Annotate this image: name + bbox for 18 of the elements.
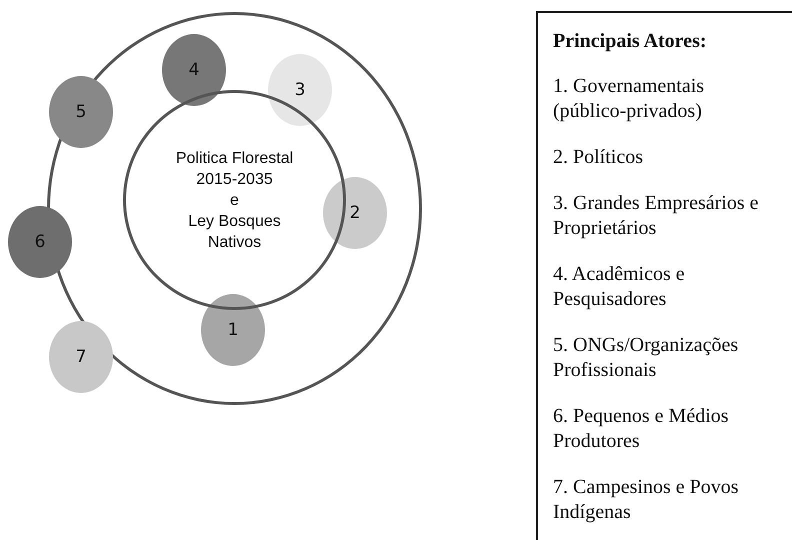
legend-panel [536,11,792,540]
actor-number: 3 [294,80,306,100]
actor-description: 6. Pequenos e Médios Produtores [553,404,730,454]
actor-description: 7. Campesinos e Povos Indígenas [553,475,740,525]
actor-number: 2 [350,203,360,223]
actor-description: 1. Governamentais (público-privados) [553,74,706,124]
actor-description: 2. Políticos [553,145,644,170]
actor-number: 7 [76,347,86,367]
policy-label: e [229,190,240,210]
actor-number: 4 [188,60,200,80]
actor-description: 5. ONGs/Organizações Profissionais [553,333,740,383]
actor-number: 5 [76,102,86,122]
actor-description: 4. Acadêmicos e Pesquisadores [553,262,686,312]
legend-heading: Principais Atores: [553,29,708,54]
actor-number: 1 [228,320,238,340]
actor-description: 3. Grandes Empresários e Proprietários [553,191,760,241]
policy-label: Ley Bosques Nativos [187,212,282,252]
actor-number: 6 [34,232,46,252]
